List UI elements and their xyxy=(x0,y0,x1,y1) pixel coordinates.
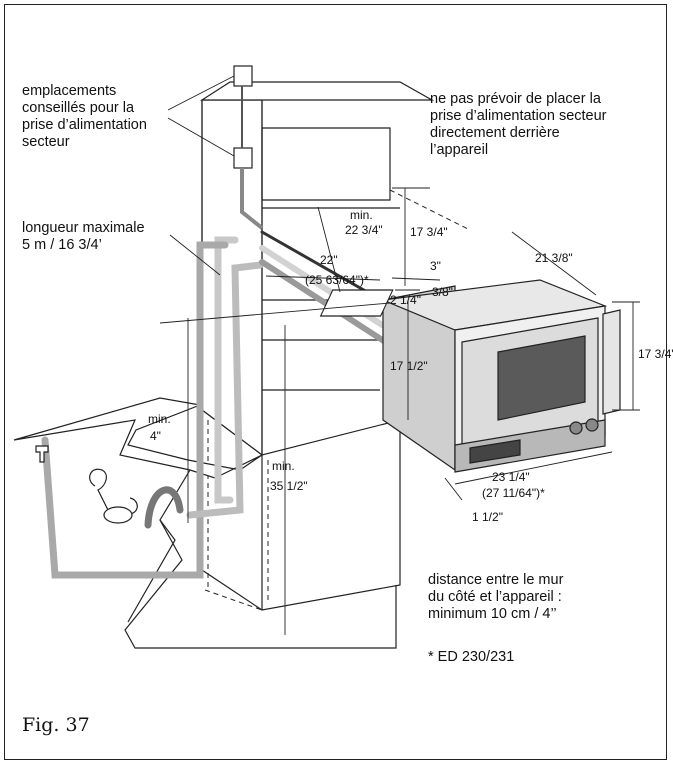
note-side-distance: distance entre le mur du côté et l’appar… xyxy=(428,572,563,623)
drain-hose xyxy=(144,486,184,529)
dim-inner-width xyxy=(265,275,381,281)
label-oven-width-2: (27 11/64")* xyxy=(482,486,545,500)
label-gap: 3" xyxy=(430,259,441,273)
label-oven-height: 17 1/2" xyxy=(390,359,428,373)
label-offset-side: 2 1/4" xyxy=(390,293,421,307)
footnote: * ED 230/231 xyxy=(428,649,515,665)
note-line: longueur maximale xyxy=(22,220,145,236)
hose-medium xyxy=(41,241,229,579)
outlet-top xyxy=(233,65,253,87)
dim-oven-width xyxy=(454,451,613,485)
cabinet-top xyxy=(199,81,435,101)
label-niche-height: 17 3/4" xyxy=(410,225,448,239)
note-line: prise d’alimentation secteur xyxy=(430,108,607,124)
dim-bezel xyxy=(444,477,463,501)
figure-frame xyxy=(4,4,667,760)
door-handle xyxy=(602,309,621,415)
note-line: conseillés pour la xyxy=(22,100,135,116)
note-line: prise d’alimentation xyxy=(22,117,147,133)
label-min-depth-1: min. xyxy=(350,208,373,222)
label-min-4-1: min. xyxy=(148,412,171,426)
note-line: distance entre le mur xyxy=(428,572,564,588)
label-bezel: 1 1/2" xyxy=(472,510,503,524)
label-inner-width-1: 22" xyxy=(320,253,338,267)
note-line: secteur xyxy=(22,134,70,150)
note-line: ne pas prévoir de placer la xyxy=(430,91,601,107)
note-max-length: longueur maximale 5 m / 16 3/4’ xyxy=(22,220,145,254)
note-line: l’appareil xyxy=(430,142,489,158)
dim-oven-depth xyxy=(511,231,597,296)
label-offset-small: 3/8" xyxy=(432,285,453,299)
label-min-35-1: min. xyxy=(272,459,295,473)
water-tap xyxy=(35,445,49,463)
note-line: minimum 10 cm / 4’’ xyxy=(428,606,557,622)
hose-light xyxy=(214,236,239,504)
label-oven-depth: 21 3/8" xyxy=(535,251,573,265)
upper-cabinet-box xyxy=(261,127,391,201)
label-oven-width-1: 23 1/4" xyxy=(492,470,530,484)
note-outlet-locations: emplacements conseillés pour la prise d’… xyxy=(22,83,147,151)
note-line: 5 m / 16 3/4’ xyxy=(22,237,102,253)
label-min-35-2: 35 1/2" xyxy=(270,479,308,493)
note-line: directement derrière xyxy=(430,125,560,141)
dim-gap xyxy=(391,277,441,281)
label-inner-width-2: (25 63/64")* xyxy=(305,273,369,287)
outlet-middle xyxy=(233,147,253,169)
figure-label: Fig. 37 xyxy=(22,714,90,736)
note-line: du côté et l’appareil : xyxy=(428,589,562,605)
oven-window xyxy=(497,335,586,421)
note-no-outlet-behind: ne pas prévoir de placer la prise d’alim… xyxy=(430,91,607,159)
note-line: emplacements xyxy=(22,83,117,99)
label-min-4-2: 4" xyxy=(150,429,161,443)
label-min-depth-2: 22 3/4" xyxy=(345,223,383,237)
siphon xyxy=(89,468,138,515)
label-front-height: 17 3/4" xyxy=(638,347,673,361)
